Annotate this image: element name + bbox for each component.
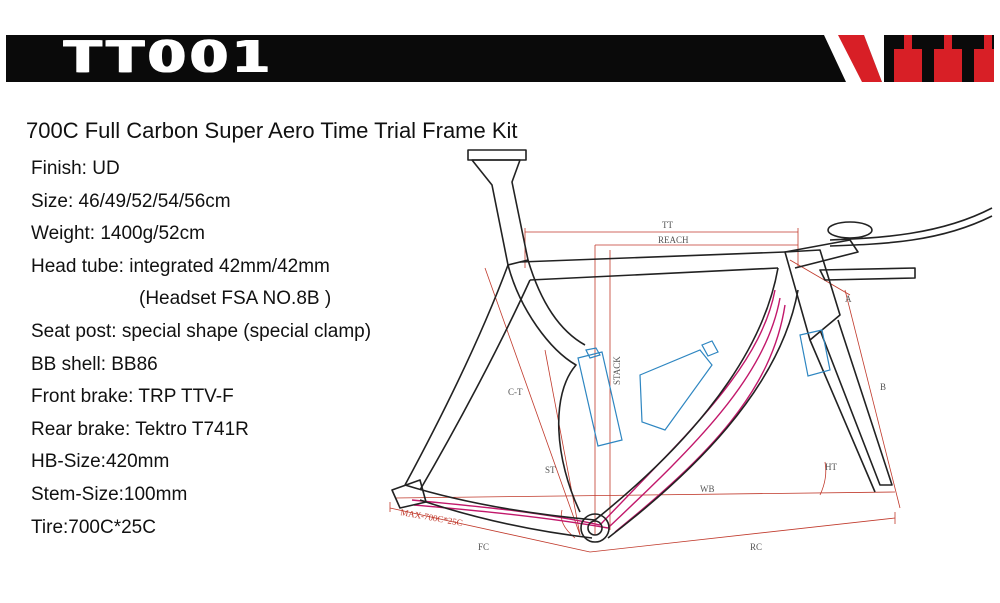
label-wb: WB (700, 484, 715, 494)
label-tt: TT (662, 220, 673, 230)
spec-headset: (Headset FSA NO.8B ) (139, 288, 332, 310)
label-reach: REACH (658, 235, 689, 245)
water-bottles (577, 329, 831, 447)
banner-red-flags-decoration (824, 35, 994, 82)
product-title: 700C Full Carbon Super Aero Time Trial F… (26, 118, 518, 143)
model-title: TT001 (64, 35, 274, 82)
spec-rear-brake: Rear brake: Tektro T741R (31, 418, 249, 440)
label-ht: HT (825, 462, 837, 472)
label-stack: STACK (612, 356, 622, 385)
dimension-lines (389, 228, 901, 553)
label-b: B (880, 382, 886, 392)
spec-stem-size: Stem-Size:100mm (31, 483, 188, 505)
label-fc: FC (478, 542, 489, 552)
label-rc: RC (750, 542, 762, 552)
spec-bb-shell: BB shell: BB86 (31, 353, 158, 375)
label-st: ST (545, 465, 556, 475)
frame-geometry-diagram: TT REACH STACK C-T ST WB HT A B FC RC MA… (389, 149, 993, 553)
label-a: A (845, 294, 852, 304)
spec-weight: Weight: 1400g/52cm (31, 223, 205, 245)
spec-finish: Finish: UD (31, 158, 120, 179)
label-ct: C-T (508, 387, 523, 397)
header-banner: TT001 (6, 35, 994, 82)
spec-handlebar-size: HB-Size:420mm (31, 451, 170, 473)
spec-front-brake: Front brake: TRP TTV-F (31, 386, 234, 408)
spec-seat-post: Seat post: special shape (special clamp) (31, 320, 372, 342)
spec-list: Finish: UD Size: 46/49/52/54/56cm Weight… (31, 153, 371, 544)
spec-size: Size: 46/49/52/54/56cm (31, 190, 231, 212)
spec-tire: Tire:700C*25C (31, 516, 156, 538)
frame-outline (391, 149, 993, 543)
spec-head-tube: Head tube: integrated 42mm/42mm (31, 255, 330, 277)
cable-routing (411, 289, 786, 533)
